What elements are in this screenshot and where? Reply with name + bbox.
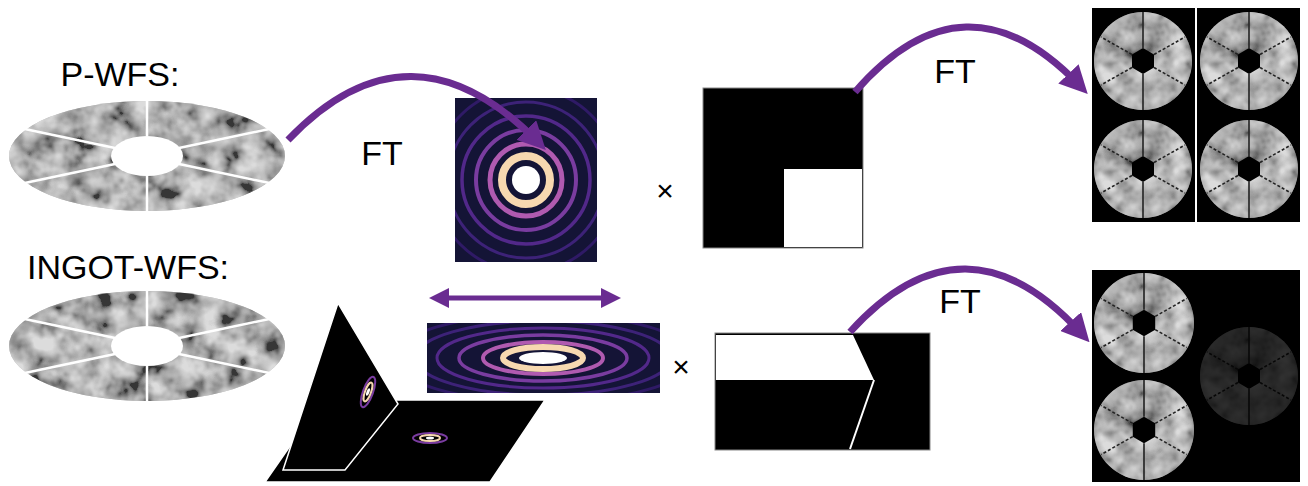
operation-label: FT [939,283,981,320]
operation-label: FT [934,53,976,90]
psf-image [434,88,618,272]
pupil-ellipse [8,100,288,212]
multiply-sign: × [672,350,690,383]
multiply-sign: × [656,174,674,207]
psf-image [393,314,693,402]
shift-arrow [437,296,613,301]
sensor-name: INGOT-WFS: [27,249,229,286]
ingot-mask [715,333,930,450]
pupil-images [1092,8,1300,222]
quadrant-mask [703,88,863,248]
operation-label: FT [361,135,403,172]
pupil-images [1092,270,1300,482]
pupil-ellipse [8,290,288,402]
sensor-name: P-WFS: [61,56,180,93]
ft-arrow [288,27,1082,334]
